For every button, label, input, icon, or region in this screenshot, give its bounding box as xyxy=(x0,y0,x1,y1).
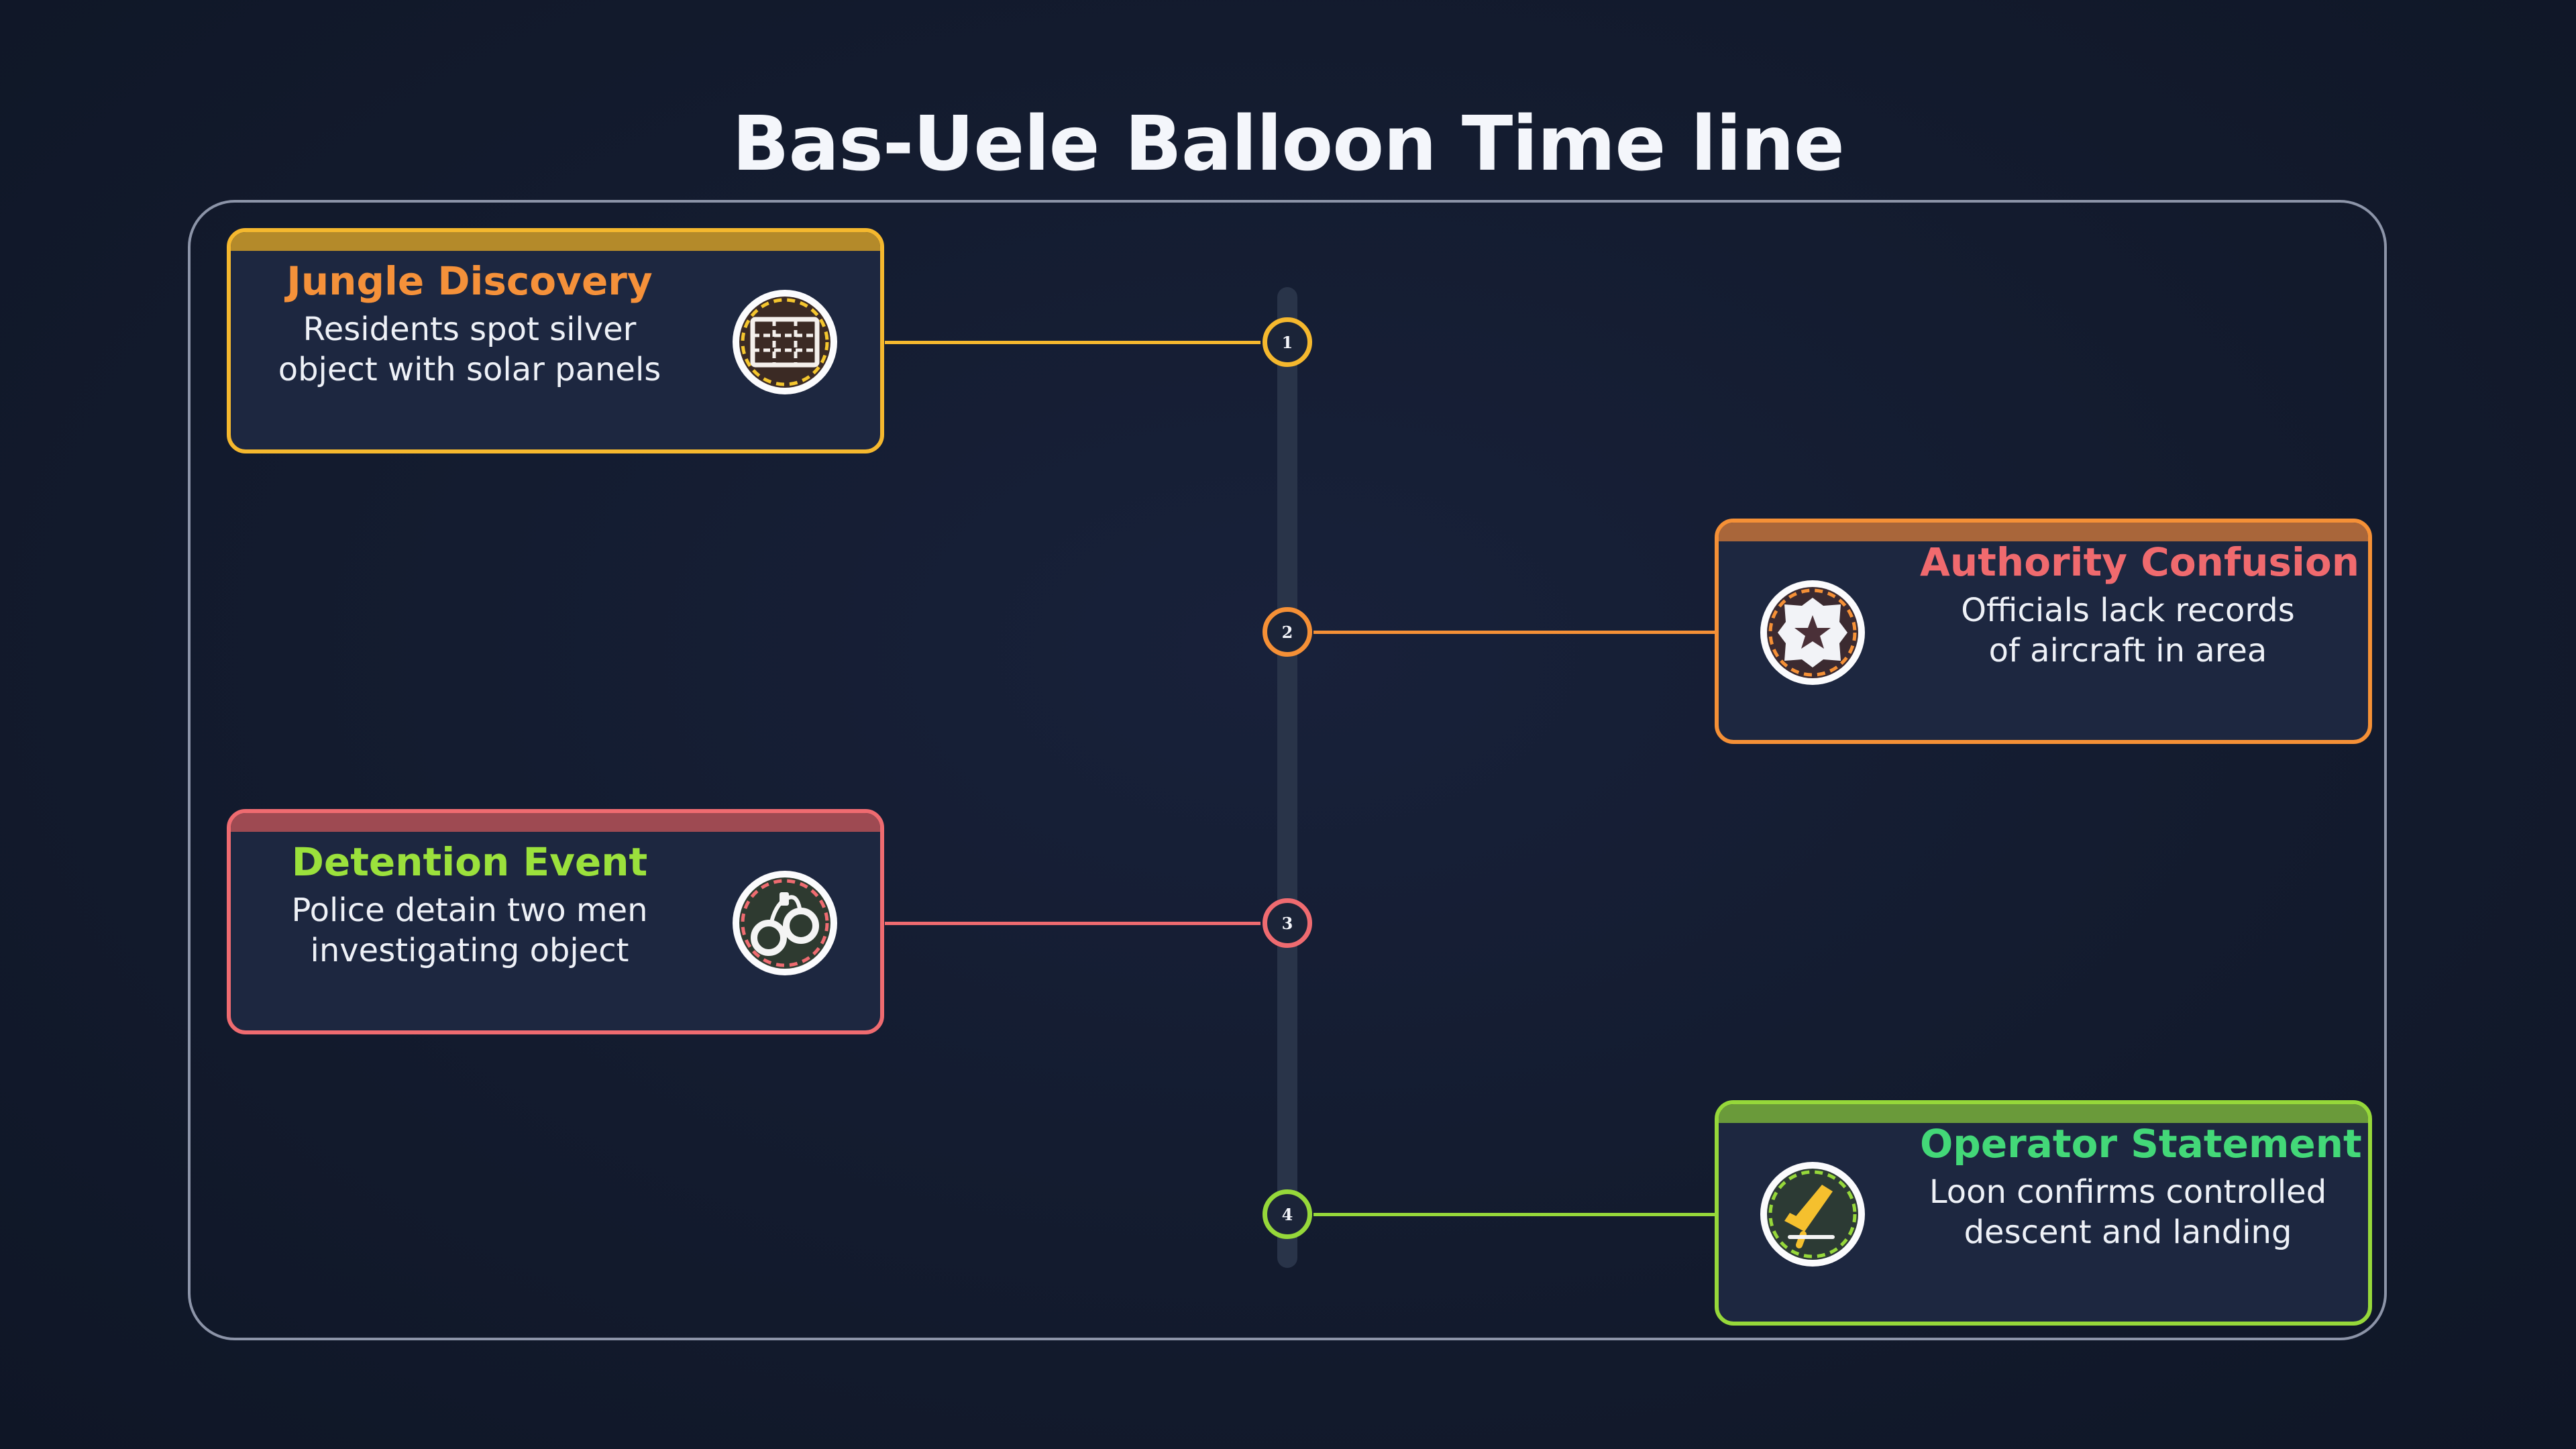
event-description-line: Officials lack records xyxy=(1961,592,2295,629)
event-description: Police detain two men investigating obje… xyxy=(262,890,678,971)
timeline-node-3: 3 xyxy=(1263,898,1312,948)
police-badge-icon xyxy=(1760,580,1865,685)
card-header-band xyxy=(1719,523,2368,541)
event-description-line: descent and landing xyxy=(1964,1214,2292,1251)
event-heading: Jungle Discovery xyxy=(286,258,653,304)
event-description-line: object with solar panels xyxy=(278,351,661,388)
page-title: Bas-Uele Balloon Time line xyxy=(732,101,1845,188)
handcuffs-icon xyxy=(733,871,837,975)
timeline-node-2: 2 xyxy=(1263,607,1312,657)
megaphone-icon xyxy=(1760,1162,1865,1267)
timeline-node-4: 4 xyxy=(1263,1189,1312,1239)
timeline-frame xyxy=(188,200,2387,1340)
solar-panel-icon xyxy=(733,290,837,394)
timeline-spine xyxy=(1277,287,1297,1268)
event-heading: Operator Statement xyxy=(1920,1121,2362,1167)
event-card-jungle-discovery: Jungle Discovery Residents spot silver o… xyxy=(227,228,884,453)
event-description-line: of aircraft in area xyxy=(1988,632,2267,669)
event-card-detention-event: Detention Event Police detain two men in… xyxy=(227,809,884,1034)
connector-2 xyxy=(1313,631,1717,634)
event-description-line: Loon confirms controlled xyxy=(1929,1173,2327,1211)
card-header-band xyxy=(231,232,880,251)
card-header-band xyxy=(1719,1104,2368,1123)
event-description-line: Residents spot silver xyxy=(303,311,637,348)
event-description: Residents spot silver object with solar … xyxy=(262,309,678,390)
event-heading: Authority Confusion xyxy=(1920,539,2360,585)
connector-1 xyxy=(885,341,1260,344)
event-description-line: Police detain two men xyxy=(291,892,648,929)
event-description: Loon confirms controlled descent and lan… xyxy=(1920,1172,2336,1252)
event-card-operator-statement: Operator Statement Loon confirms control… xyxy=(1715,1100,2372,1326)
event-heading: Detention Event xyxy=(291,839,648,885)
connector-4 xyxy=(1313,1213,1717,1216)
connector-3 xyxy=(885,922,1260,925)
event-description-line: investigating object xyxy=(310,932,629,969)
timeline-node-1: 1 xyxy=(1263,317,1312,367)
event-description: Officials lack records of aircraft in ar… xyxy=(1920,590,2336,671)
card-header-band xyxy=(231,813,880,832)
event-card-authority-confusion: Authority Confusion Officials lack recor… xyxy=(1715,519,2372,744)
